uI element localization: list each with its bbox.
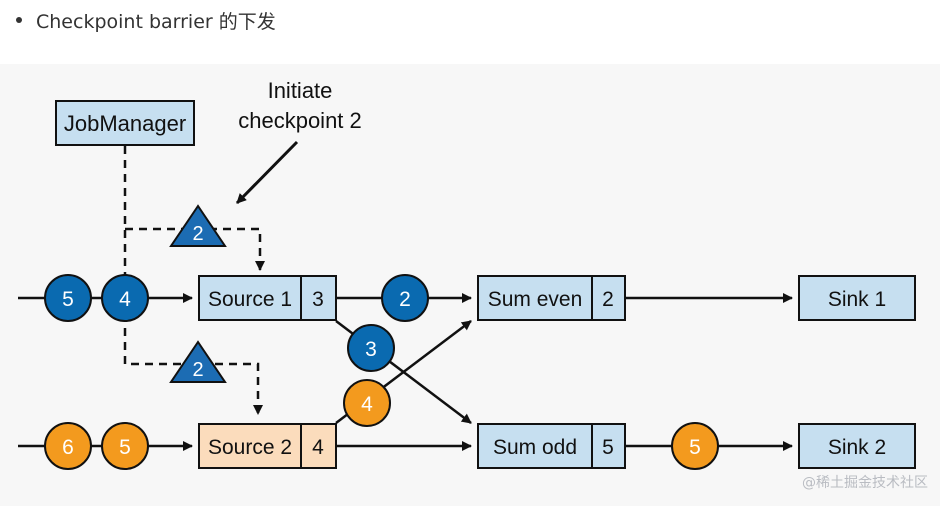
record-top-input-1: 5 xyxy=(62,288,74,311)
sum-even-box xyxy=(477,275,626,321)
source2-label: Source 2 xyxy=(208,436,292,459)
record-circle-source1-to-even xyxy=(381,274,429,322)
watermark: @稀土掘金技术社区 xyxy=(802,475,928,491)
barrier-top-label: 2 xyxy=(192,223,203,245)
barrier-triangle-bottom xyxy=(169,340,227,383)
sink2-label: Sink 2 xyxy=(828,436,886,459)
record-circle-source1-to-odd xyxy=(347,324,395,372)
record-circle-source2-to-even xyxy=(343,379,391,427)
source1-box xyxy=(198,275,337,321)
record-bottom-input-2: 5 xyxy=(119,436,131,459)
sum-odd-box xyxy=(477,423,626,469)
record-top-input-2: 4 xyxy=(119,288,131,311)
sink1-box xyxy=(798,275,916,321)
checkpoint-diagram: JobManager Initiate checkpoint 2 2 2 Sou… xyxy=(0,64,940,506)
record-source1-to-odd: 3 xyxy=(365,338,377,361)
sum-even-label: Sum even xyxy=(488,288,583,311)
record-odd-to-sink2: 5 xyxy=(689,436,701,459)
bullet-dot xyxy=(16,17,22,23)
source1-label: Source 1 xyxy=(208,288,292,311)
record-circle-bottom-input-2 xyxy=(101,422,149,470)
record-circle-odd-to-sink2 xyxy=(671,422,719,470)
record-bottom-input-1: 6 xyxy=(62,436,74,459)
jobmanager-label: JobManager xyxy=(64,111,186,136)
annotation-line2: checkpoint 2 xyxy=(238,108,362,133)
jobmanager-box xyxy=(55,100,195,146)
sum-odd-label: Sum odd xyxy=(493,436,577,459)
sink1-label: Sink 1 xyxy=(828,288,886,311)
record-circle-bottom-input-1 xyxy=(44,422,92,470)
sink2-box xyxy=(798,423,916,469)
sum-even-value: 2 xyxy=(602,288,614,311)
record-circle-top-input-2 xyxy=(101,274,149,322)
record-circle-top-input-1 xyxy=(44,274,92,322)
annotation-arrow xyxy=(235,140,299,205)
source1-value: 3 xyxy=(312,288,324,311)
heading-bullet: Checkpoint barrier 的下发 xyxy=(12,6,276,34)
barrier-bottom-label: 2 xyxy=(192,359,203,381)
annotation-line1: Initiate xyxy=(268,78,333,103)
sum-odd-value: 5 xyxy=(602,436,614,459)
source2-box xyxy=(198,423,337,469)
diagram-svg: JobManager Initiate checkpoint 2 2 2 Sou… xyxy=(18,78,916,470)
record-source2-to-even: 4 xyxy=(361,393,373,416)
heading-text: Checkpoint barrier 的下发 xyxy=(36,10,276,33)
barrier-triangle-top xyxy=(169,204,227,247)
source2-value: 4 xyxy=(312,436,324,459)
record-source1-to-even: 2 xyxy=(399,288,411,311)
dashed-path-to-source1 xyxy=(125,227,265,271)
